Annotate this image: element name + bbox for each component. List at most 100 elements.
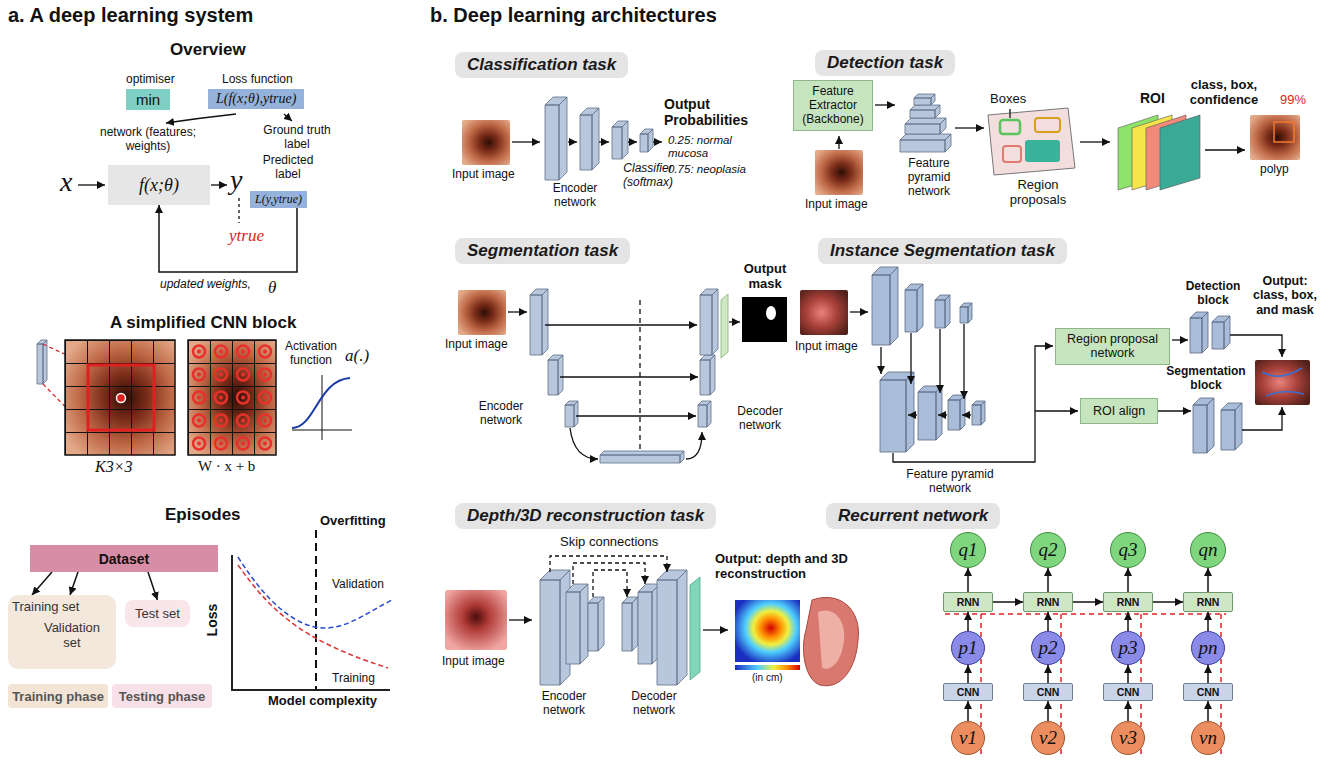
- box-text: pn: [1199, 637, 1218, 659]
- path-shape: [548, 355, 563, 395]
- curve-label: Validation: [332, 578, 384, 592]
- connector: [159, 205, 297, 272]
- image-label-wrap: Input image: [795, 340, 858, 354]
- connector: [967, 568, 969, 592]
- path-shape: [935, 295, 950, 328]
- output-heading-wrap: Output: depth and 3D reconstruction: [715, 552, 875, 582]
- connector: [1047, 568, 1049, 592]
- annotation: network (features; weights): [92, 126, 204, 154]
- path-shape: [955, 127, 984, 128]
- rect-shape: [1250, 115, 1300, 160]
- connector: [1207, 568, 1209, 592]
- rect-shape: [1000, 120, 1020, 134]
- path-shape: [700, 355, 715, 395]
- path-shape: [565, 401, 578, 427]
- path-shape: [972, 401, 985, 425]
- path-shape: [315, 530, 317, 690]
- path-shape: [211, 184, 227, 185]
- part-label: Region proposals: [997, 178, 1079, 208]
- path-shape: [640, 129, 653, 152]
- path-shape: [570, 428, 598, 459]
- path-shape: [599, 141, 609, 142]
- panel-title-wrap: b. Deep learning architectures: [430, 4, 717, 27]
- task-heading: Depth/3D reconstruction task: [455, 503, 716, 529]
- path-shape: [1262, 368, 1304, 396]
- path-shape: [573, 563, 645, 584]
- layer-box: RNN: [1183, 592, 1233, 612]
- path-shape: [988, 108, 1075, 175]
- section-heading: A simplified CNN block: [110, 313, 296, 333]
- image-label-wrap: Input image: [452, 168, 515, 182]
- path-shape: [508, 311, 527, 312]
- box-text: q3: [1119, 539, 1138, 561]
- path-shape: [593, 570, 627, 597]
- legend-text: Training phase: [12, 689, 104, 704]
- box-text: min: [136, 91, 160, 108]
- box-heading: optimiser: [126, 72, 175, 86]
- annotation-wrap: Activation function: [280, 340, 342, 368]
- path-shape: [1230, 335, 1282, 357]
- box-text: qn: [1199, 539, 1218, 561]
- formula-wrap: W · x + b: [198, 458, 255, 475]
- connector: [967, 701, 969, 721]
- state-circle: q2: [1030, 532, 1066, 568]
- rect-shape: [1003, 146, 1021, 162]
- path-shape: [560, 376, 698, 377]
- part-label-wrap: ROI: [1140, 90, 1165, 106]
- box-text: v3: [1119, 727, 1137, 749]
- connector: [1127, 701, 1129, 721]
- box-text: Test set: [135, 606, 180, 621]
- path-shape: [908, 414, 917, 415]
- legend-item: Training phase: [8, 684, 108, 708]
- part-label-wrap: Decoder network: [725, 405, 795, 433]
- annotation: Activation function: [280, 340, 342, 368]
- path-shape: [566, 584, 588, 664]
- connector: [993, 601, 1023, 603]
- box-text: q2: [1039, 539, 1058, 561]
- variable: ytrue: [229, 226, 264, 246]
- connector: [1207, 701, 1209, 721]
- path-shape: [1193, 398, 1214, 453]
- connector: [70, 572, 78, 595]
- box-text: p2: [1039, 637, 1058, 659]
- path-shape: [838, 136, 839, 149]
- g-shape: [508, 300, 740, 459]
- box-text: Validation set: [42, 620, 102, 650]
- annotation: Predicted label: [258, 154, 318, 182]
- path-shape: [576, 415, 696, 416]
- connector: [1207, 665, 1209, 683]
- ellipse-shape: [766, 306, 776, 320]
- confidence-value: 99%: [1280, 93, 1306, 108]
- rect-shape: [188, 340, 276, 455]
- training-region: Training setValidation set: [8, 595, 116, 669]
- box-text: Detection task: [827, 53, 943, 73]
- path-shape: [850, 311, 868, 312]
- path-shape: [238, 198, 239, 223]
- image-label: Input image: [452, 168, 515, 182]
- rect-shape: [800, 290, 848, 335]
- state-circle: p2: [1031, 631, 1065, 665]
- value-box: L(f(x;θ),ytrue): [208, 89, 304, 109]
- variable: θ: [268, 278, 276, 298]
- rect-shape: [1025, 140, 1060, 162]
- state-circle: pn: [1191, 631, 1225, 665]
- output-heading-wrap: Output mask: [740, 262, 790, 292]
- section-heading-wrap: A simplified CNN block: [110, 313, 296, 333]
- image-label-wrap: Input image: [442, 655, 505, 669]
- path-shape: [1009, 109, 1010, 118]
- annotation-wrap: updated weights,: [160, 278, 251, 292]
- layer-box: CNN: [943, 683, 993, 701]
- path-shape: [700, 289, 718, 355]
- part-label: Decoder network: [622, 690, 686, 718]
- layer-box: CNN: [1103, 683, 1153, 701]
- part-label: Encoder network: [466, 400, 536, 428]
- path-shape: [600, 451, 684, 463]
- part-label-wrap: Feature pyramid network: [890, 468, 1010, 496]
- path-shape: [690, 577, 700, 680]
- path-shape: [628, 141, 637, 142]
- part-label-wrap: Encoder network: [540, 182, 610, 210]
- box-text: L(y,ytrue): [255, 192, 302, 207]
- task-heading: Detection task: [815, 50, 955, 76]
- loss-function-box: Loss functionL(f(x;θ),ytrue): [208, 72, 304, 109]
